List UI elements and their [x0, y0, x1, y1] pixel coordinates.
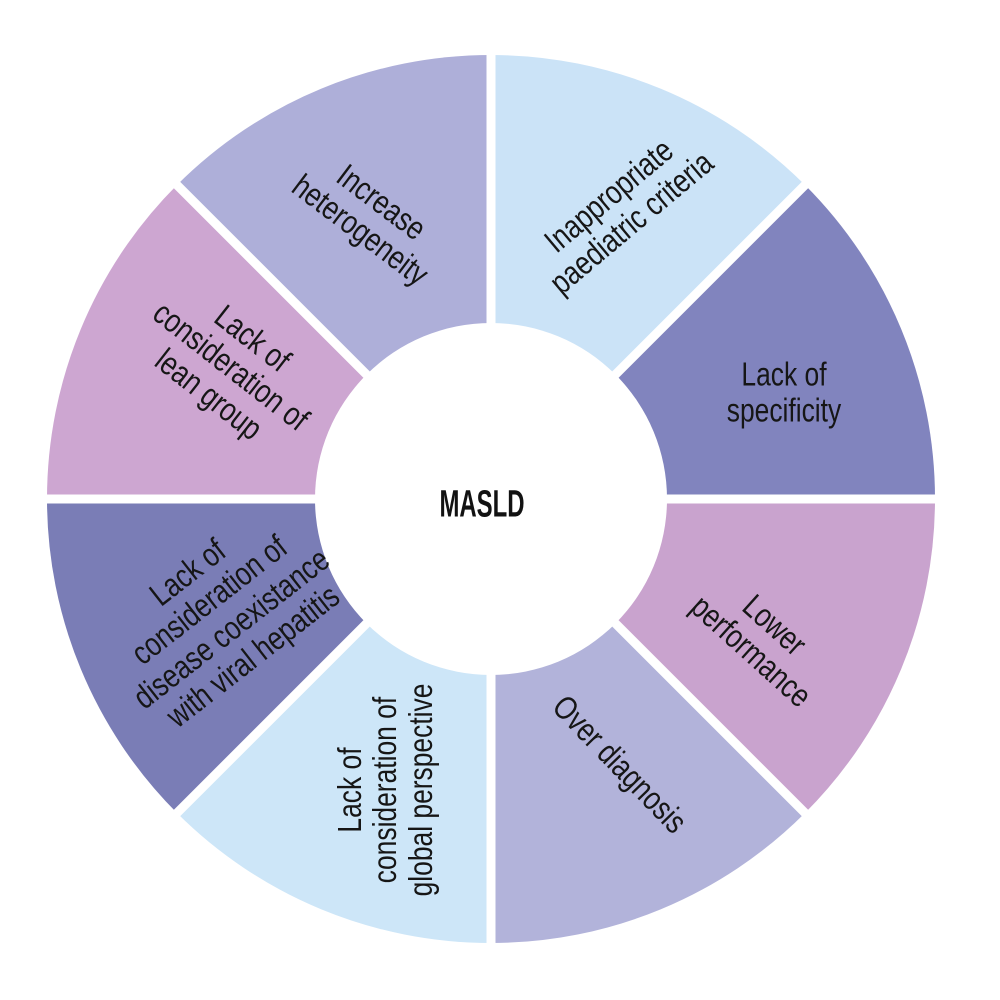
segment-gap — [169, 177, 380, 388]
segment-gap — [602, 610, 813, 821]
segment-gap — [602, 177, 813, 388]
center-label: MASLD — [439, 483, 525, 526]
segment-gap — [169, 610, 380, 821]
center-circle — [315, 323, 667, 675]
